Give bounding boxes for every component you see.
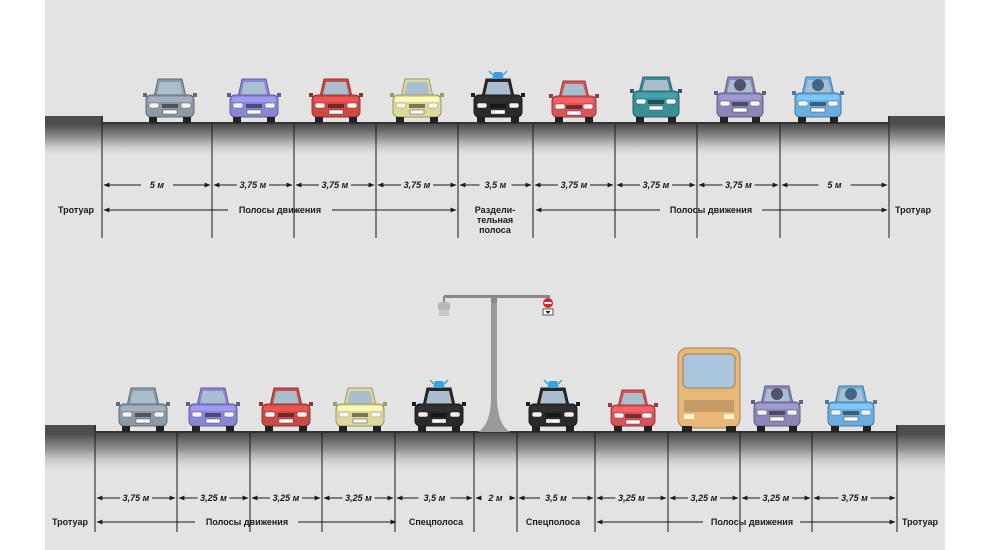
bottom-police-car-icon — [526, 379, 580, 432]
bottom-car-icon — [333, 387, 387, 432]
top-left-sidewalk-label: Тротуар — [58, 205, 94, 215]
special-lane-right-label: Спецполоса — [526, 517, 581, 527]
bottom-lane-dimension: 3,25 м — [741, 493, 811, 503]
bottom-right-sidewalk-label: Тротуар — [902, 517, 938, 527]
bottom-lane-dimension: 3,75 м — [813, 493, 896, 503]
top-car-icon — [390, 78, 444, 123]
bottom-lane-width-label: 3,25 м — [200, 493, 227, 503]
bottom-lane-width-label: 3,25 м — [345, 493, 372, 503]
top-car-icon — [549, 80, 599, 123]
bottom-car-icon — [608, 389, 658, 432]
top-lane-dimension: 3,75 м — [534, 180, 614, 190]
top-road-surface — [45, 124, 945, 158]
top-left-sidewalk-block — [45, 116, 102, 125]
bottom-lane-width-label: 2 м — [487, 493, 503, 503]
top-lane-width-label: 5 м — [150, 180, 165, 190]
bottom-car-icon — [116, 387, 170, 432]
bottom-left-sidewalk-label: Тротуар — [52, 517, 88, 527]
no-entry-sign-icon — [542, 296, 554, 316]
top-lane-dimension: 3,75 м — [698, 180, 779, 190]
bottom-lane-width-label: 3,75 м — [841, 493, 868, 503]
bottom-lane-dimension: 3,25 м — [251, 493, 321, 503]
bottom-lane-width-label: 3,25 м — [691, 493, 718, 503]
bottom-lane-dimension: 3,5 м — [518, 493, 594, 503]
top-lane-dimension: 3,5 м — [459, 180, 532, 190]
special-lane-left-label: Спецполоса — [409, 517, 464, 527]
median-label-line1: Раздели- — [475, 205, 515, 215]
top-lane-dimension: 5 м — [781, 180, 888, 190]
top-police-light-icon — [492, 72, 504, 79]
top-lane-width-label: 3,75 м — [643, 180, 670, 190]
top-car-icon — [227, 78, 281, 123]
bottom-lane-width-label: 3,5 м — [424, 493, 446, 503]
bottom-lane-dimension: 3,75 м — [96, 493, 176, 503]
top-right-sidewalk-label: Тротуар — [895, 205, 931, 215]
bottom-lane-dimensions: 3,75 м 3,25 м 3,25 м 3,25 м 3,5 м 2 м 3,5 м 3,2… — [96, 493, 896, 503]
bottom-lane-dimension: 3,25 м — [596, 493, 667, 503]
bottom-lane-width-label: 3,25 м — [618, 493, 645, 503]
top-right-sidewalk-block — [889, 116, 945, 125]
bottom-car-icon — [259, 387, 313, 432]
bottom-lane-dimension: 3,25 м — [323, 493, 394, 503]
bottom-lane-dividers — [94, 433, 898, 532]
median-label-line3: полоса — [479, 225, 512, 235]
bottom-lane-dimension: 2 м — [475, 493, 516, 503]
top-section: 5 м 3,75 м 3,75 м 3,75 м 3,5 м 3,75 м 3,75 м 3,… — [45, 70, 945, 238]
bottom-lane-dimension: 3,25 м — [669, 493, 739, 503]
top-car-icon — [309, 78, 363, 123]
bottom-lane-dimension: 3,5 м — [396, 493, 473, 503]
median-label-line2: тельная — [477, 215, 513, 225]
top-lane-width-label: 3,75 м — [725, 180, 752, 190]
bottom-lane-width-label: 3,25 м — [273, 493, 300, 503]
top-lane-width-label: 3,75 м — [240, 180, 267, 190]
top-lane-width-label: 3,75 м — [404, 180, 431, 190]
bottom-lane-dimension: 3,25 м — [178, 493, 249, 503]
top-lane-width-label: 3,75 м — [322, 180, 349, 190]
bottom-road-surface — [45, 433, 945, 473]
top-police-car-icon — [471, 70, 525, 123]
top-lane-width-label: 3,5 м — [485, 180, 507, 190]
bottom-lane-width-label: 3,25 м — [763, 493, 790, 503]
top-lane-dimension: 3,75 м — [616, 180, 696, 190]
bottom-left-group-label: Полосы движения — [206, 517, 288, 527]
top-lane-dimension: 5 м — [103, 180, 211, 190]
top-car-icon — [143, 78, 197, 123]
bottom-vehicles — [116, 347, 877, 432]
top-lane-dimension: 3,75 м — [213, 180, 293, 190]
bottom-car-icon — [825, 385, 877, 432]
bottom-left-sidewalk-block — [45, 425, 95, 434]
bottom-right-sidewalk-block — [897, 425, 945, 434]
top-vehicles — [143, 70, 844, 123]
top-left-group-label: Полосы движения — [239, 205, 321, 215]
top-car-icon — [792, 76, 844, 123]
bottom-bus-icon — [677, 347, 741, 432]
street-lamp-pole — [438, 295, 550, 432]
bottom-lane-width-label: 3,75 м — [123, 493, 150, 503]
bottom-police-car-icon — [412, 379, 466, 432]
top-lane-dimensions: 5 м 3,75 м 3,75 м 3,75 м 3,5 м 3,75 м 3,75 м 3,… — [103, 180, 888, 190]
top-right-group-label: Полосы движения — [670, 205, 752, 215]
top-lane-width-label: 5 м — [827, 180, 842, 190]
top-car-icon — [714, 76, 766, 123]
bottom-car-icon — [186, 387, 240, 432]
bottom-car-icon — [751, 385, 803, 432]
bottom-right-group-label: Полосы движения — [711, 517, 793, 527]
top-lane-dimension: 3,75 м — [377, 180, 457, 190]
bottom-lane-width-label: 3,5 м — [545, 493, 567, 503]
top-lane-dividers — [101, 124, 890, 238]
top-lane-width-label: 3,75 м — [561, 180, 588, 190]
bottom-section: 3,75 м 3,25 м 3,25 м 3,25 м 3,5 м 2 м 3,5 м 3,2… — [45, 295, 945, 532]
top-car-icon — [630, 76, 682, 123]
top-lane-dimension: 3,75 м — [295, 180, 375, 190]
bottom-police-light-icon — [433, 381, 445, 388]
bottom-police-light-icon — [547, 381, 559, 388]
